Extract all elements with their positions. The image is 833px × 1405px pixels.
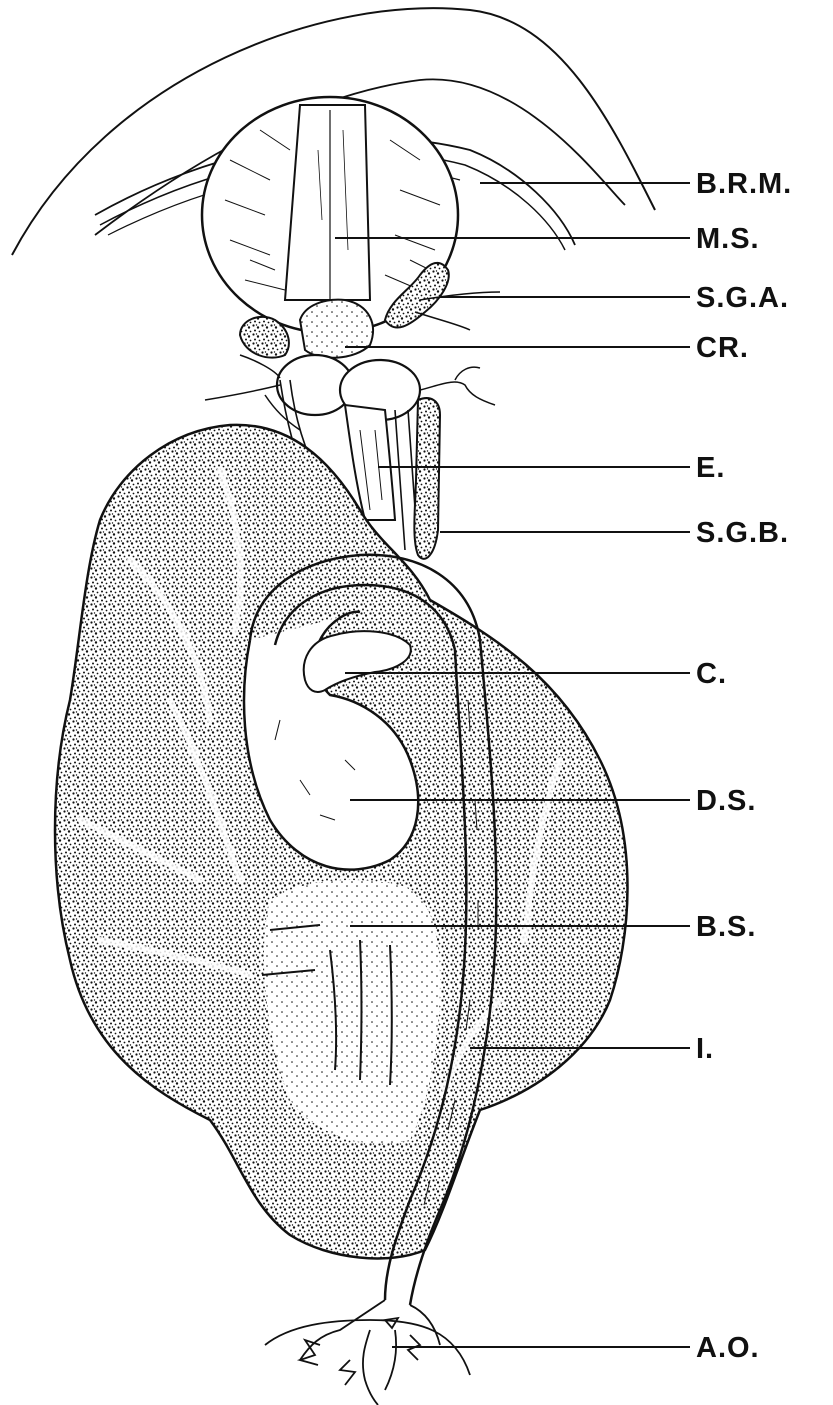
label-ds: D.S. [696,787,756,816]
label-e: E. [696,454,725,483]
label-bs: B.S. [696,913,756,942]
label-ao: A.O. [696,1334,760,1363]
median-strip [285,105,370,300]
label-ms: M.S. [696,225,760,254]
label-c: C. [696,660,727,689]
cerebral-mass [300,300,373,358]
anal-organ [300,1300,440,1405]
label-brm: B.R.M. [696,170,792,199]
label-i: I. [696,1035,714,1064]
label-cr: CR. [696,334,749,363]
label-sga: S.G.A. [696,284,789,313]
salivary-gland-b [414,398,440,559]
label-sgb: S.G.B. [696,519,789,548]
